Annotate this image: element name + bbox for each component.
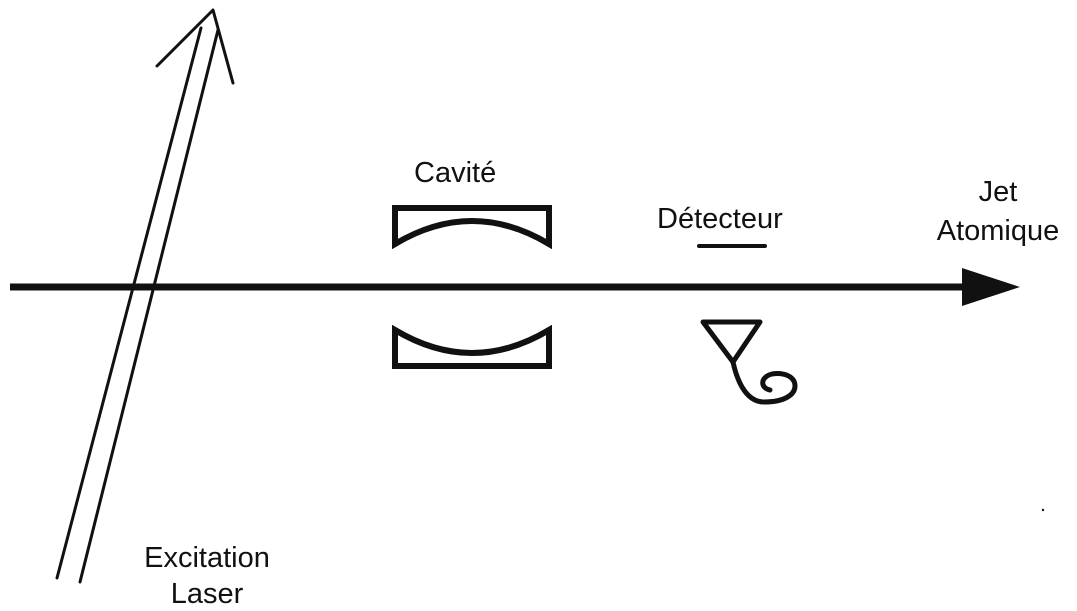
- cavity-bottom-mirror: [392, 324, 552, 369]
- detector: [697, 244, 798, 405]
- laser-beam-arrowhead: [155, 8, 235, 85]
- detector-label: Détecteur: [657, 203, 783, 235]
- laser-beam-line-left: [55, 26, 203, 580]
- detector-wire: [730, 359, 798, 405]
- cavity-top-mirror: [392, 205, 552, 250]
- atomic-jet-label-line1: Jet: [979, 176, 1018, 208]
- cavity-label: Cavité: [414, 157, 496, 189]
- atomic-jet-label-line2: Atomique: [937, 215, 1060, 247]
- detector-funnel: [700, 319, 763, 365]
- atomic-beam-arrowhead: [962, 268, 1020, 306]
- excitation-laser-label-line1: Excitation: [144, 542, 270, 574]
- scan-speck: [1041, 508, 1045, 512]
- excitation-laser-beam: [55, 8, 235, 584]
- laser-beam-line-right: [78, 28, 220, 584]
- excitation-laser-label-line2: Laser: [171, 578, 244, 610]
- cavity: [392, 205, 552, 369]
- atomic-beam-arrow: [10, 268, 1020, 306]
